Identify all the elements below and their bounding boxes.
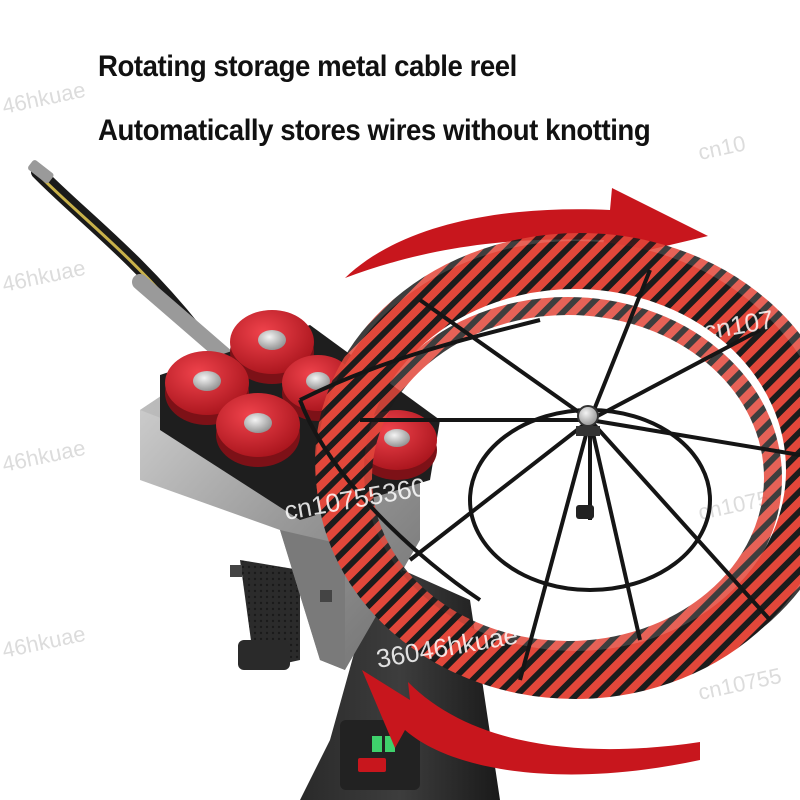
caption-line-2: Automatically stores wires without knott… (98, 114, 651, 147)
svg-text:cn10755: cn10755 (696, 663, 784, 705)
svg-text:46hkuae: 46hkuae (0, 255, 88, 297)
svg-text:46hkuae: 46hkuae (0, 435, 88, 477)
rotate-arrow-bottom-icon (362, 670, 700, 775)
caption-line-1: Rotating storage metal cable reel (98, 50, 517, 83)
svg-text:cn10: cn10 (696, 131, 748, 165)
svg-text:46hkuae: 46hkuae (0, 621, 88, 663)
svg-text:46hkuae: 46hkuae (0, 77, 88, 119)
roller-4 (216, 393, 300, 467)
reel-hub (576, 405, 600, 519)
drive-rollers (165, 310, 437, 480)
cable-probe (28, 160, 238, 368)
